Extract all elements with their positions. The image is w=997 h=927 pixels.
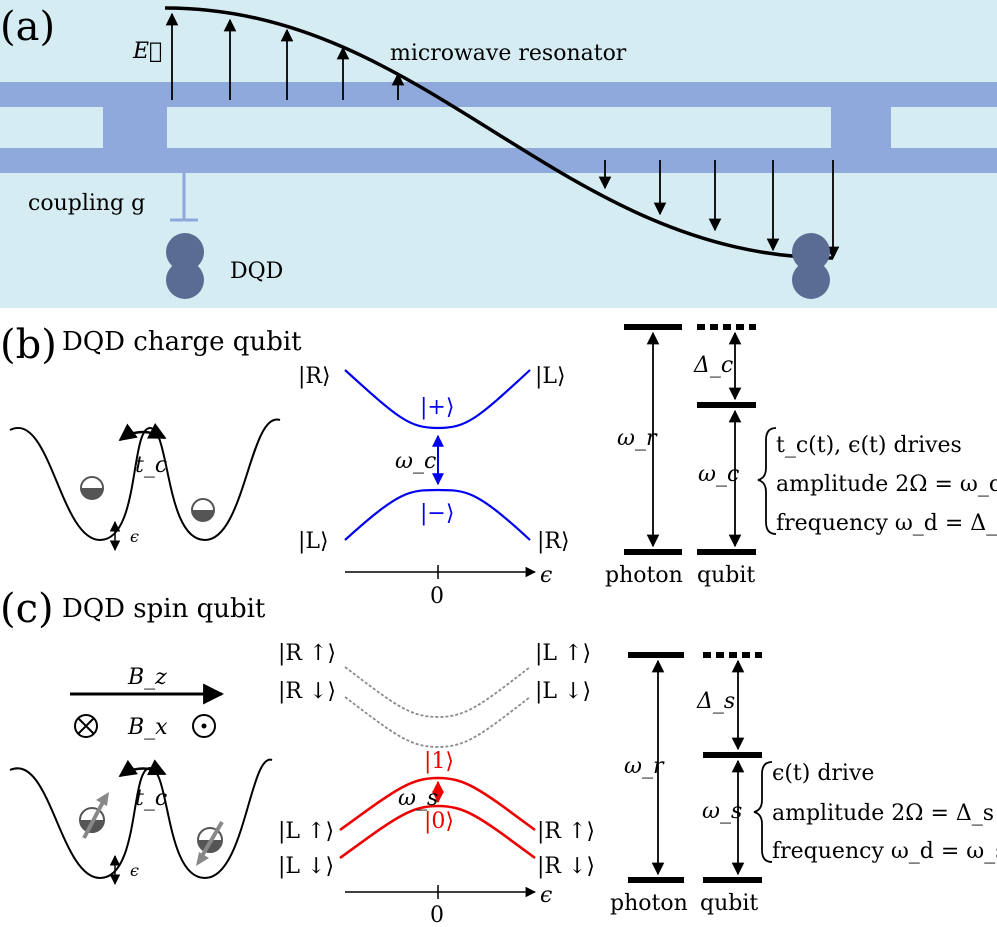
- drive-line-1: t_c(t), ϵ(t) drives: [776, 433, 962, 458]
- dqd-dot: [792, 233, 830, 271]
- panel-b: (b) DQD charge qubit t_c ϵ |R⟩ |L⟩ |+⟩ ω…: [0, 322, 997, 609]
- red-curve-lower: [339, 804, 536, 860]
- eps-label: ϵ: [130, 861, 139, 880]
- resonator-label: microwave resonator: [390, 41, 627, 66]
- axis-eps-label: ϵ: [540, 883, 552, 908]
- bx-label: B_x: [127, 715, 168, 740]
- ket-L-bottom-left: |L⟩: [298, 529, 329, 554]
- ket-L-top-right: |L⟩: [535, 364, 566, 389]
- lower-branch-curve: [344, 488, 531, 541]
- panel-c-title: DQD spin qubit: [62, 594, 266, 624]
- ket-R-down-left: |R ↓⟩: [278, 679, 336, 704]
- omega-r-label: ω_r: [617, 426, 658, 451]
- dqd-dot: [166, 261, 204, 299]
- delta-s-label: Δ_s: [696, 689, 735, 714]
- field-out-of-page-dot: [201, 723, 207, 729]
- spin-up-arrow: [82, 799, 106, 839]
- field-out-of-page-icon: [192, 714, 216, 738]
- field-out-of-page-circle: [192, 714, 216, 738]
- electron-right: [191, 498, 215, 522]
- gray-curve-lower: [344, 696, 531, 748]
- ket-L-down-right: |L ↓⟩: [535, 679, 591, 704]
- resonator-right-gap: [831, 82, 891, 173]
- delta-c-label: Δ_c: [693, 353, 733, 378]
- ket-L-up-left: |L ↑⟩: [278, 819, 334, 844]
- panel-c: (c) DQD spin qubit B_z B_x t_c: [0, 586, 997, 927]
- omega-r-label: ω_r: [624, 754, 665, 779]
- tunneling-arrow: [118, 422, 167, 442]
- axis-zero-label: 0: [430, 903, 444, 927]
- qubit-label: qubit: [700, 891, 758, 916]
- double-well-potential: [9, 418, 281, 542]
- bz-label: B_z: [127, 665, 167, 690]
- spin-down-arrowhead: [196, 852, 209, 866]
- ket-L-up-right: |L ↑⟩: [535, 641, 591, 666]
- drive-brace: [757, 427, 777, 535]
- omega-s-label: ω_s: [398, 786, 438, 811]
- dqd-left: [166, 233, 204, 299]
- resonator-left-gap: [103, 82, 167, 173]
- ket-R-down-right: |R ↓⟩: [537, 854, 595, 879]
- tc-label: t_c: [135, 453, 167, 478]
- axis-zero-label: 0: [430, 584, 444, 609]
- double-well-potential: [9, 758, 273, 880]
- panel-b-label: (b): [0, 322, 57, 368]
- eps-label: ϵ: [130, 527, 139, 546]
- electron-spin-down: [196, 820, 224, 866]
- electron-spin-up: [79, 792, 109, 839]
- panel-b-title: DQD charge qubit: [62, 327, 302, 357]
- drive-line-2: amplitude 2Ω = Δ_s: [772, 801, 994, 826]
- ket-plus: |+⟩: [420, 395, 454, 420]
- coupling-label: coupling g: [28, 191, 145, 216]
- electron-left: [80, 476, 104, 500]
- ket-L-down-left: |L ↓⟩: [278, 854, 334, 879]
- field-into-page-circle: [74, 714, 98, 738]
- tc-label: t_c: [135, 786, 167, 811]
- ket-R-up-left: |R ↑⟩: [278, 641, 336, 666]
- efield-label: E⃗: [132, 39, 162, 64]
- red-curve-upper: [339, 776, 536, 832]
- spin-down-arrow: [200, 820, 224, 858]
- ket-one: |1⟩: [424, 749, 454, 774]
- dqd-dot: [166, 233, 204, 271]
- drive-brace: [753, 761, 773, 863]
- dqd-right: [792, 233, 830, 299]
- panel-a-label: (a): [0, 4, 55, 50]
- dqd-label: DQD: [230, 259, 283, 284]
- ket-R-up-right: |R ↑⟩: [537, 819, 595, 844]
- photon-label: photon: [605, 563, 683, 588]
- dqd-dot: [792, 261, 830, 299]
- tunneling-arrow: [118, 759, 167, 778]
- efield-arrows-down: [598, 160, 840, 260]
- spin-up-arrowhead: [96, 792, 109, 806]
- omega-c-label: ω_c: [395, 449, 436, 474]
- qubit-label: qubit: [697, 563, 755, 588]
- upper-branch-curve: [344, 369, 531, 430]
- ket-R-top-left: |R⟩: [298, 364, 331, 389]
- drive-line-3: frequency ω_d = ω_s: [772, 839, 997, 864]
- ket-R-bottom-right: |R⟩: [537, 529, 570, 554]
- ket-minus: |−⟩: [420, 501, 454, 526]
- field-into-page-icon: [74, 714, 98, 738]
- electron-fill: [192, 510, 214, 521]
- ket-zero: |0⟩: [424, 809, 454, 834]
- efield-mode-curve: [164, 6, 834, 260]
- efield-arrows-up: [165, 12, 405, 100]
- field-into-page-cross: [77, 717, 95, 735]
- axis-eps-label: ϵ: [540, 563, 552, 588]
- drive-line-1: ϵ(t) drive: [772, 761, 874, 786]
- omega-s-level-label: ω_s: [702, 799, 742, 824]
- omega-c-level-label: ω_c: [698, 462, 739, 487]
- drive-line-3: frequency ω_d = Δ_c: [776, 511, 997, 536]
- panel-a: (a) E⃗ microwave resonator coupling g DQ…: [0, 0, 997, 308]
- drive-line-2: amplitude 2Ω = ω_c: [776, 472, 997, 497]
- electron-fill: [81, 488, 103, 499]
- panel-c-label: (c): [0, 586, 54, 632]
- photon-label: photon: [610, 891, 688, 916]
- gray-curve-upper: [344, 666, 531, 718]
